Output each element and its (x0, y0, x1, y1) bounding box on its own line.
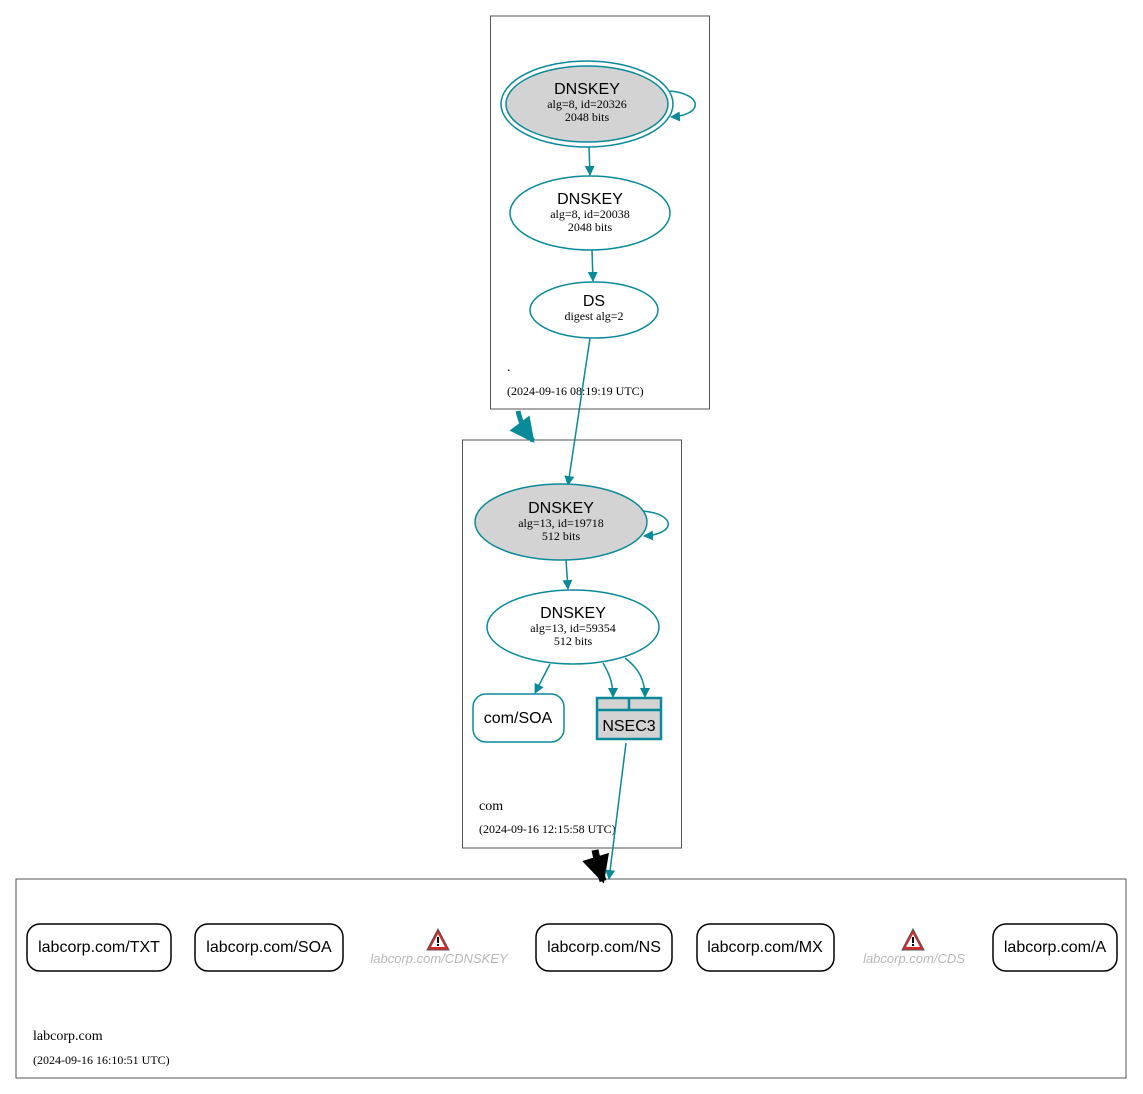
zone-root-name: . (507, 360, 511, 375)
zone-labcorp-name: labcorp.com (33, 1029, 103, 1044)
root-zsk-line2: 2048 bits (568, 220, 613, 234)
com-zsk-node[interactable]: DNSKEY alg=13, id=59354 512 bits (486, 589, 660, 665)
zone-root-box (490, 15, 710, 410)
zone-labcorp-timestamp: (2024-09-16 16:10:51 UTC) (33, 1053, 170, 1067)
record-cdnskey-label: labcorp.com/CDNSKEY (370, 951, 509, 966)
zone-com-timestamp: (2024-09-16 12:15:58 UTC) (479, 822, 616, 836)
com-soa-node[interactable]: com/SOA (472, 693, 565, 743)
record-ns-node[interactable]: labcorp.com/NS (535, 923, 673, 972)
delegation-com-to-labcorp-edge (582, 849, 609, 884)
record-a-node[interactable]: labcorp.com/A (992, 923, 1118, 972)
record-txt-label: labcorp.com/TXT (38, 939, 160, 956)
zone-com-box (462, 439, 682, 849)
zone-labcorp-box (15, 878, 1127, 1079)
com-nsec3-node[interactable]: NSEC3 (595, 696, 663, 741)
zone-root-timestamp: (2024-09-16 08:19:19 UTC) (507, 384, 644, 398)
root-ds-node[interactable]: DS digest alg=2 (529, 281, 659, 339)
warning-triangle-icon (426, 927, 450, 951)
root-zsk-line1: alg=8, id=20038 (550, 207, 630, 221)
record-txt-node[interactable]: labcorp.com/TXT (26, 923, 172, 972)
root-zsk-to-ds-edge (587, 249, 598, 282)
com-zsk-title: DNSKEY (540, 605, 606, 622)
com-ksk-node[interactable]: DNSKEY alg=13, id=19718 512 bits (474, 483, 648, 561)
record-cds-node[interactable]: labcorp.com/CDS (863, 927, 965, 966)
record-cds-label: labcorp.com/CDS (863, 951, 965, 966)
root-ksk-line1: alg=8, id=20326 (547, 97, 627, 111)
com-ksk-to-zsk-edge (562, 559, 573, 590)
root-ksk-self-edge (669, 90, 696, 122)
root-ds-title: DS (583, 293, 605, 310)
root-ksk-node[interactable]: DNSKEY alg=8, id=20326 2048 bits (500, 60, 674, 148)
delegation-root-to-com-edge (509, 410, 536, 444)
root-ksk-to-zsk-edge (584, 146, 595, 176)
record-mx-label: labcorp.com/MX (707, 939, 823, 956)
record-cdnskey-node[interactable]: labcorp.com/CDNSKEY (370, 927, 509, 966)
nsec3-to-labcorp-edge (605, 742, 627, 880)
warning-triangle-icon (901, 927, 925, 951)
root-zsk-title: DNSKEY (557, 191, 623, 208)
com-zsk-to-nsec3-edge-1 (602, 662, 618, 698)
record-soa-node[interactable]: labcorp.com/SOA (194, 923, 344, 972)
record-ns-label: labcorp.com/NS (547, 939, 661, 956)
ds-to-com-ksk-edge (564, 337, 591, 486)
com-zsk-to-soa-edge (534, 663, 551, 694)
record-a-label: labcorp.com/A (1004, 939, 1107, 956)
com-zsk-line2: 512 bits (554, 634, 593, 648)
root-ds-line1: digest alg=2 (564, 309, 623, 323)
com-ksk-self-edge (642, 510, 669, 541)
root-ksk-title: DNSKEY (554, 81, 620, 98)
root-ksk-line2: 2048 bits (565, 110, 610, 124)
com-ksk-line2: 512 bits (542, 529, 581, 543)
com-zsk-line1: alg=13, id=59354 (530, 621, 616, 635)
record-mx-node[interactable]: labcorp.com/MX (696, 923, 835, 972)
record-soa-label: labcorp.com/SOA (206, 939, 332, 956)
zone-com-name: com (479, 799, 503, 814)
com-ksk-title: DNSKEY (528, 500, 594, 517)
com-zsk-to-nsec3-edge-2 (624, 657, 650, 698)
com-soa-label: com/SOA (484, 710, 553, 727)
root-zsk-node[interactable]: DNSKEY alg=8, id=20038 2048 bits (509, 175, 671, 251)
com-ksk-line1: alg=13, id=19718 (518, 516, 604, 530)
com-nsec3-label: NSEC3 (602, 718, 655, 735)
